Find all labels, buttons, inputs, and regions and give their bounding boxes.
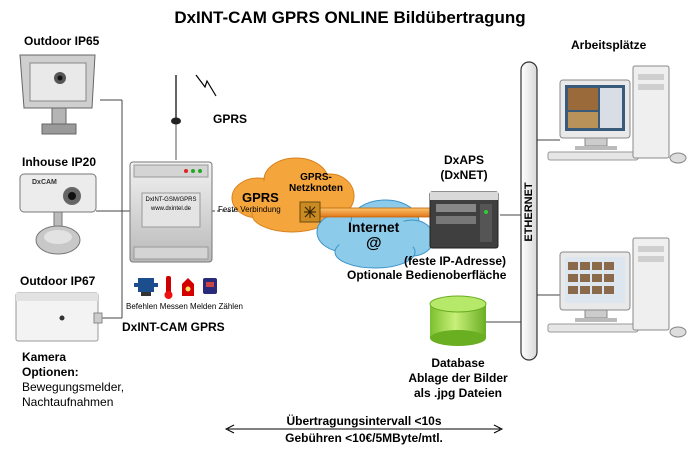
label-database: Database [431,356,485,370]
label-fees: Gebühren <10€/5MByte/mtl. [285,431,443,445]
database-cylinder-icon [429,295,487,346]
option-item-2: Nachtaufnahmen [22,395,114,409]
alarm-icon [182,278,194,296]
interval-arrow [224,424,504,434]
command-icon [134,278,158,296]
outdoor-ip65-camera-image [19,54,96,135]
measure-icon [164,276,173,299]
label-gprs-antenna: GPRS [213,112,248,126]
label-gprs-node-1: GPRS- [300,172,332,183]
dxaps-server-image [429,191,499,249]
camera-brand-label: DxCAM [32,179,57,186]
option-item-1: Bewegungsmelder, [22,380,125,394]
inhouse-ip20-camera-image [19,173,97,255]
dxint-cam-gprs-device-image [129,161,213,263]
device-plate-line-1: DxINT-GSM/GPRS [145,197,197,203]
workstation-1-image [547,65,687,164]
workstation-2-image [547,237,687,338]
diagram-title: DxINT-CAM GPRS ONLINE Bildübertragung [174,8,526,27]
device-functions-label: Befehlen Messen Melden Zählen [126,302,243,311]
options-heading-2: Optionen: [22,365,79,379]
label-fixed-ip: (feste IP-Adresse) [404,254,507,268]
label-dxaps: DxAPS [443,153,484,167]
device-plate-line-2: www.dxintel.de [150,206,192,212]
label-workstations: Arbeitsplätze [571,38,647,52]
label-ethernet: ETHERNET [523,182,535,242]
label-gprs-node-2: Netzknoten [289,183,343,194]
label-cloud-gprs: GPRS [242,190,279,205]
options-heading-1: Kamera [22,350,67,364]
ethernet-backbone [520,61,538,361]
label-inhouse-ip20: Inhouse IP20 [22,155,97,169]
label-dxnet: (DxNET) [440,168,488,182]
at-symbol: @ [366,235,382,252]
outdoor-ip67-camera-image [15,292,103,342]
fixed-connection-bar [317,207,431,218]
label-fixed-connection: Feste Verbindung [218,205,281,214]
label-outdoor-ip67: Outdoor IP67 [20,274,96,288]
label-database-storage: Ablage der Bilder [408,371,508,385]
peripheral-icons [134,276,217,299]
counter-icon [203,278,217,294]
label-optional-ui: Optionale Bedienoberfläche [347,268,507,282]
gprs-node-icon [299,201,321,223]
label-internet: Internet [348,219,400,235]
label-database-format: als .jpg Dateien [413,386,503,400]
label-dxint-cam-gprs: DxINT-CAM GPRS [122,320,225,334]
gprs-antenna-icon [171,74,217,160]
label-outdoor-ip65: Outdoor IP65 [24,34,100,48]
label-transfer-interval: Übertragungsintervall <10s [286,414,442,428]
